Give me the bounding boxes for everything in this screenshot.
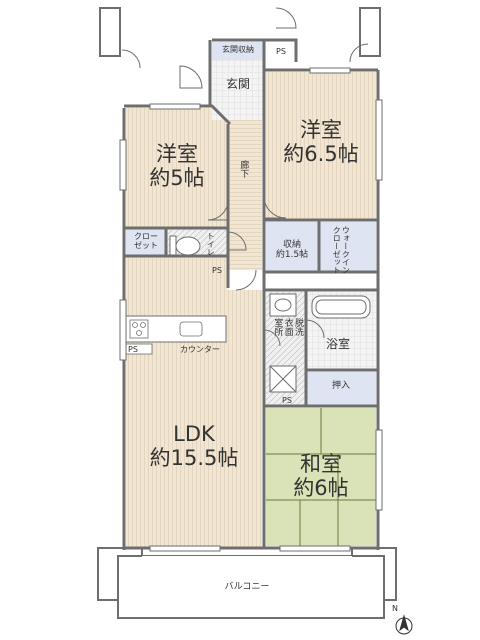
- hallway-floor: [228, 120, 262, 270]
- windows: [119, 67, 383, 552]
- entrance-floor: [212, 60, 264, 120]
- room-size: 約6帖: [293, 476, 349, 501]
- ps-top-label: PS: [276, 47, 286, 56]
- room-western-right-label: 洋室 約6.5帖: [266, 118, 376, 166]
- japanese-room-label: 和室 約6帖: [266, 452, 376, 500]
- ps-kitchen-label: PS: [128, 345, 138, 354]
- oshiire-floor: [306, 372, 376, 406]
- room-name: 収納: [282, 240, 301, 250]
- room-size: 約6.5帖: [283, 142, 359, 167]
- entrance-label: 玄関: [225, 77, 250, 91]
- entrance-storage-label: 玄関収納: [222, 45, 254, 54]
- room-name: 和室: [300, 452, 342, 476]
- bath-label: 浴室: [326, 337, 351, 351]
- entrance-storage-area: [212, 42, 264, 60]
- north-arrow-icon: [395, 614, 413, 635]
- room-western-left-label: 洋室 約5帖: [128, 142, 226, 190]
- bathtub: [311, 295, 371, 319]
- room-size: 約5帖: [149, 166, 205, 191]
- ldk-label: LDK 約15.5帖: [128, 422, 260, 470]
- toilet-fixture: [169, 235, 201, 257]
- door-swings: [121, 7, 369, 347]
- room-western-right-floor: [266, 72, 376, 220]
- ps-toilet-label: PS: [212, 266, 222, 275]
- ps-wash-label: PS: [282, 396, 292, 405]
- closet-floor: [126, 228, 166, 256]
- room-size: 約15.5帖: [149, 446, 239, 471]
- walkin-closet-floor: [320, 222, 376, 272]
- room-name: 洋室: [300, 118, 342, 142]
- ldk-floor: [126, 256, 262, 548]
- storage-floor: [266, 222, 318, 272]
- washroom-label: 脱洗 衣面 室所: [272, 318, 304, 336]
- compass-label: N: [392, 604, 398, 613]
- room-name: 洋室: [156, 142, 198, 166]
- walkin-closet-label: ウォークイン クローゼット: [332, 226, 351, 274]
- room-name: LDK: [173, 422, 215, 446]
- balcony-label: バルコニー: [224, 582, 270, 592]
- washing-machine: [269, 365, 297, 393]
- oshiire-label: 押入: [331, 381, 350, 391]
- room-western-left-floor: [126, 108, 228, 228]
- room-size: 約1.5帖: [275, 250, 309, 261]
- toilet-label: トイレ: [206, 232, 216, 256]
- hallway-label: 廊下: [238, 160, 249, 178]
- washbasin-fixture: [269, 293, 297, 317]
- storage-label: 収納 約1.5帖: [266, 240, 318, 261]
- kitchen-counter: [125, 315, 227, 355]
- counter-label: カウンター: [180, 345, 220, 354]
- ps-top-area: [266, 42, 296, 62]
- closet-label: クロー ゼット: [134, 232, 158, 251]
- tatami-lines: [266, 408, 376, 546]
